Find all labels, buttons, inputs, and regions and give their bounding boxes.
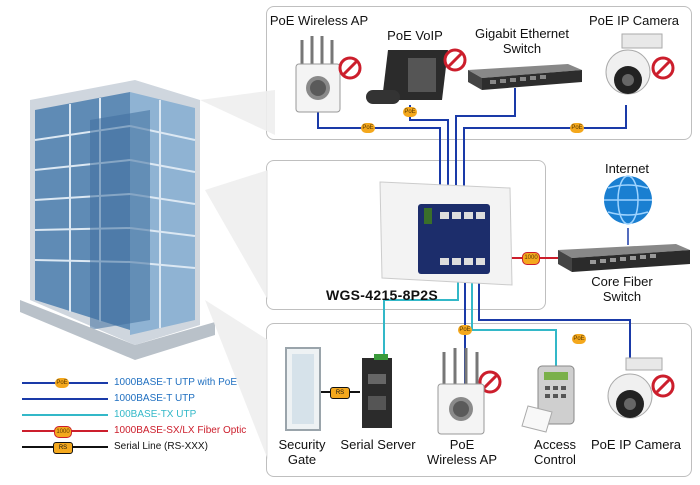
line-serial-server [383,270,459,358]
label-poe-voip: PoE VoIP [387,28,443,43]
poe-badge: PoE [570,123,584,133]
legend-item-fiber: 1000BASE-SX/LX Fiber Optic [114,425,247,436]
poe-badge: PoE [361,123,375,133]
label-core-fiber-switch: Core Fiber Switch [591,274,653,304]
poe-badge: PoE [572,334,586,344]
legend-item-serial: Serial Line (RS-XXX) [114,441,208,452]
internet-globe-icon [604,175,652,225]
ip-camera-top-icon [605,33,663,95]
label-poe-ip-camera-bottom: PoE IP Camera [590,437,682,452]
line-camera-bottom [478,270,631,358]
poe-warning-icon [338,48,675,398]
gigabit-switch-icon [468,64,582,90]
line-camera-top [463,105,627,205]
label-serial-server: Serial Server [340,437,416,452]
callout-bottom [205,300,268,460]
label-poe-wireless-ap-bottom: PoE Wireless AP [426,437,498,467]
line-gigabit-switch [455,88,516,205]
serial-server-icon [362,354,392,428]
fiber-badge: 1000 [522,252,540,265]
label-poe-wireless-ap-top: PoE Wireless AP [269,13,369,28]
wireless-ap-top-icon [295,36,341,113]
legend-item-100base-tx: 100BASE-TX UTP [114,409,197,420]
label-gigabit-ethernet-switch: Gigabit Ethernet Switch [475,26,569,56]
poe-badge: PoE [458,325,472,335]
wgs-4215-switch-icon [379,181,513,286]
wireless-ap-bottom-icon [437,348,485,435]
poe-badge: PoE [403,107,417,117]
legend-badge: RS [53,442,73,454]
ip-camera-bottom-icon [607,357,663,419]
access-control-icon [521,365,575,433]
serial-badge: RS [330,387,350,399]
label-security-gate: Security Gate [278,437,326,467]
legend-item-poe: 1000BASE-T UTP with PoE [114,377,238,388]
label-internet: Internet [604,161,650,176]
line-access-control [471,270,557,366]
legend-item-1000base-t: 1000BASE-T UTP [114,393,195,404]
label-poe-ip-camera-top: PoE IP Camera [588,13,680,28]
office-building-icon [20,80,215,360]
core-fiber-switch-icon [558,244,690,272]
product-name-label: WGS-4215-8P2S [325,287,439,303]
line-ap-top [317,110,441,205]
voip-phone-icon [366,50,448,104]
callout-top [200,90,275,135]
legend-badge: PoE [55,378,69,388]
callout-middle [205,170,268,300]
security-gate-icon [285,347,321,431]
legend-badge: 1000 [54,426,72,438]
label-access-control: Access Control [534,437,576,467]
